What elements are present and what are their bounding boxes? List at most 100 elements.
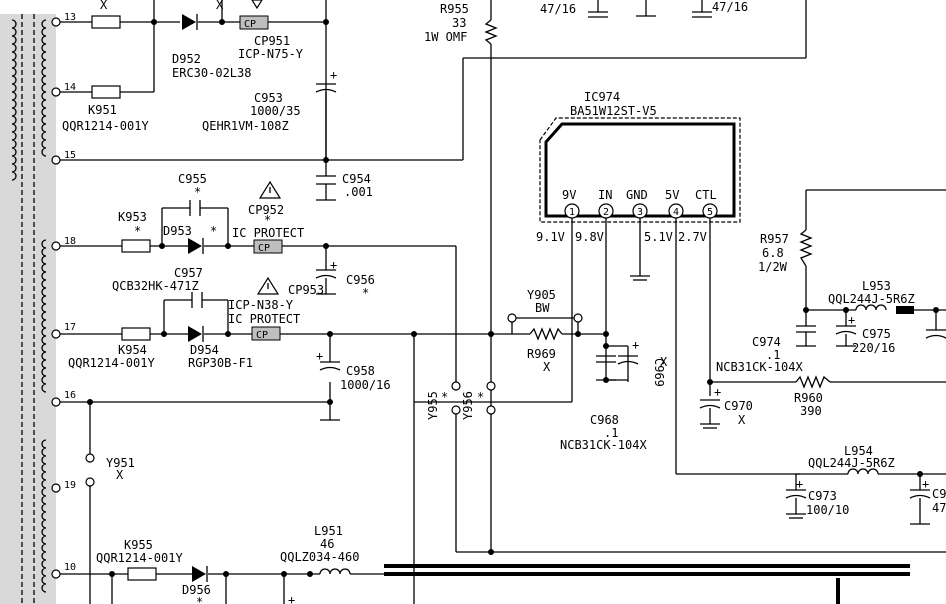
cp953-note: IC PROTECT <box>228 312 300 326</box>
c957-part: QCB32HK-471Z <box>112 279 199 293</box>
pin-17-label: 17 <box>64 322 76 333</box>
y956-star: * <box>477 390 484 404</box>
c975-plus: + <box>848 313 855 327</box>
cp952-ref: CP952 <box>248 203 284 217</box>
cp952-star: * <box>264 213 271 227</box>
y955-ref: Y955 <box>426 391 440 420</box>
transformer: 13 14 15 18 17 16 19 10 <box>0 12 76 604</box>
r955-ref: R955 <box>440 2 469 16</box>
top-cap-2-value: 47/16 <box>712 0 748 14</box>
d953-ref: D953 <box>163 224 192 238</box>
c953-value: 1000/35 <box>250 104 301 118</box>
l951-part: QQLZ034-460 <box>280 550 359 564</box>
c958-ref: C958 <box>346 364 375 378</box>
ic-pin-3 <box>632 203 648 219</box>
k951-ref: K951 <box>88 103 117 117</box>
l951-value: 46 <box>320 537 334 551</box>
cp952-note: IC PROTECT <box>232 226 304 240</box>
c973-ref: C973 <box>808 489 837 503</box>
r957-part: 1/2W <box>758 260 788 274</box>
ic974 <box>539 117 741 223</box>
c969-ref: C969 <box>652 358 666 387</box>
k951-top-x: X <box>100 0 108 12</box>
cp953-box-label: CP <box>256 330 268 341</box>
ic-pin-5 <box>702 203 718 219</box>
ic-pin-1-voltage: 9.1V <box>536 230 565 244</box>
component-labels: X X D952 ERC30-02L38 CP951 ICP-N75-Y K95… <box>62 0 946 604</box>
cp953-part: ICP-N38-Y <box>228 298 294 312</box>
ic-pin-2-num: 2 <box>603 207 609 218</box>
c955-ref: C955 <box>178 172 207 186</box>
diode-icon <box>182 14 208 582</box>
d954-ref: D954 <box>190 343 219 357</box>
ic-pin-3-num: 3 <box>637 207 643 218</box>
edge-cap-ref: C9 <box>932 487 946 501</box>
r969-ref: R969 <box>527 347 556 361</box>
r955-part: 1W OMF <box>424 30 467 44</box>
l954-part: QQL244J-5R6Z <box>808 456 895 470</box>
c974-value: .1 <box>766 348 780 362</box>
c953-ref: C953 <box>254 91 283 105</box>
c958-plus: + <box>316 349 323 363</box>
cp-boxes <box>239 15 283 341</box>
pin-18-label: 18 <box>64 236 76 247</box>
k953-ref: K953 <box>118 210 147 224</box>
ic-pin-3-name: GND <box>626 188 648 202</box>
ic-pin-1 <box>564 203 580 219</box>
c968-part: NCB31CK-104X <box>560 438 647 452</box>
y956-ref: Y956 <box>461 391 475 420</box>
coil-icon <box>11 19 47 593</box>
c970-x: X <box>738 413 746 427</box>
cp951-ref: CP951 <box>254 34 290 48</box>
c953-part: QEHR1VM-108Z <box>202 119 289 133</box>
c956-plus: + <box>330 258 337 272</box>
c974-part: NCB31CK-104X <box>716 360 803 374</box>
l954-ref: L954 <box>844 444 873 458</box>
capacitor-icon <box>189 0 946 524</box>
d952-ref: D952 <box>172 52 201 66</box>
y905-ref: Y905 <box>527 288 556 302</box>
ic-pin-1-name: 9V <box>562 188 576 202</box>
c974-ref: C974 <box>752 335 781 349</box>
k955-part: QQR1214-001Y <box>96 551 183 565</box>
pin-15-label: 15 <box>64 150 76 161</box>
ic-pin-5-voltage: 2.7V <box>678 230 707 244</box>
ic-pin-2-voltage: 9.8V <box>575 230 604 244</box>
y951-x: X <box>116 468 124 482</box>
c970-plus: + <box>714 385 721 399</box>
ic-pin-4-voltage: 5.1V <box>644 230 673 244</box>
y951-ref: Y951 <box>106 456 135 470</box>
l953-ref: L953 <box>862 279 891 293</box>
ic-pin-2 <box>598 203 614 219</box>
c958-value: 1000/16 <box>340 378 391 392</box>
ic974-part: BA51W12ST-V5 <box>570 104 657 118</box>
d953-star: * <box>210 224 217 238</box>
row10-cap-plus: + <box>288 593 295 604</box>
c975-ref: C975 <box>862 327 891 341</box>
c953-plus: + <box>330 68 337 82</box>
c954-ref: C954 <box>342 172 371 186</box>
c969-x: X <box>660 355 668 369</box>
k953-star: * <box>134 224 141 238</box>
c957-ref: C957 <box>174 266 203 280</box>
d954-part: RGP30B-F1 <box>188 356 253 370</box>
cp953-ref: CP953 <box>288 283 324 297</box>
c956-star: * <box>362 286 369 300</box>
pin-16-label: 16 <box>64 390 76 401</box>
c973-value: 100/10 <box>806 503 849 517</box>
ic-pin-5-num: 5 <box>707 207 713 218</box>
y905-value: BW <box>535 301 550 315</box>
wires <box>60 0 946 604</box>
edge-cap-value: 47 <box>932 501 946 515</box>
k954-part: QQR1214-001Y <box>68 356 155 370</box>
cp951-box-label: CP <box>244 19 256 30</box>
jumper-terminals <box>85 313 583 487</box>
c968-ref: C968 <box>590 413 619 427</box>
d956-star: * <box>196 595 203 604</box>
pin-13-label: 13 <box>64 12 76 23</box>
fuse-icon <box>91 15 157 581</box>
c975-value: 220/16 <box>852 341 895 355</box>
cp952-box-label: CP <box>258 243 270 254</box>
